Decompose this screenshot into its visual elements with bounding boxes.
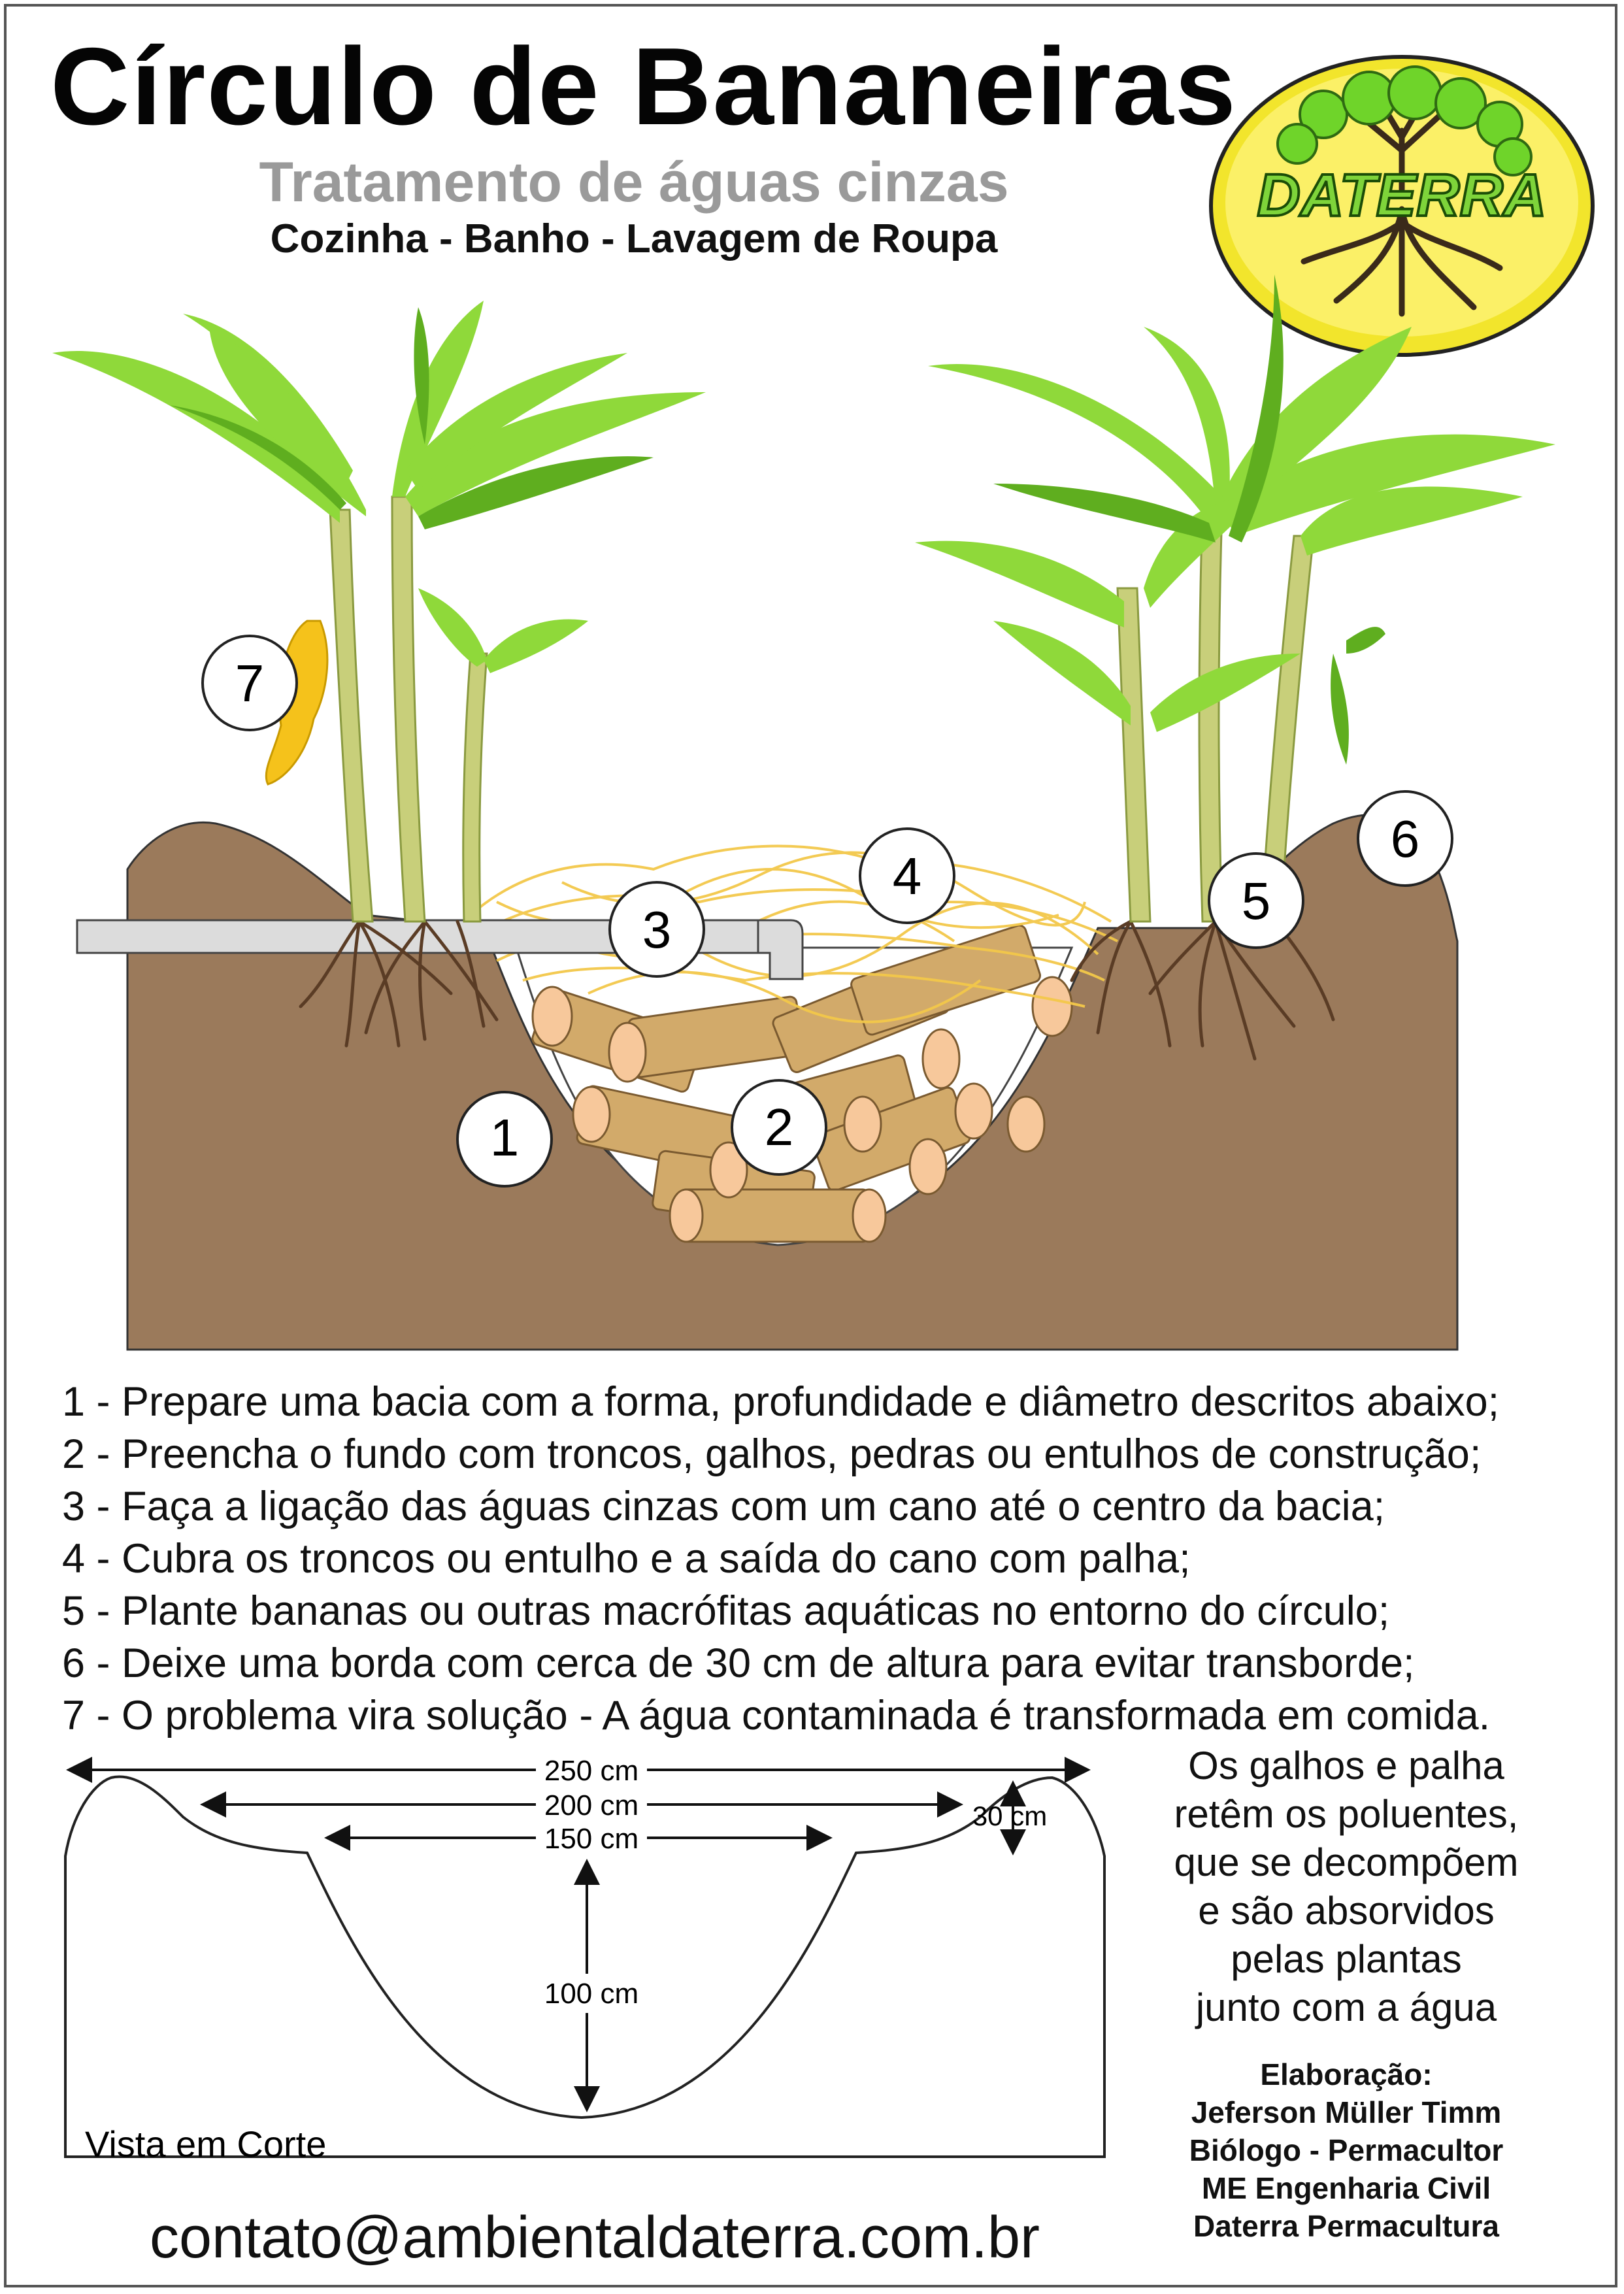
side-note-line: retêm os poluentes, (1174, 1792, 1519, 1836)
section-label: Vista em Corte (85, 2123, 326, 2165)
poster-frame (4, 4, 1617, 2287)
credits: Elaboração: Jeferson Müller Timm Biólogo… (1111, 2055, 1582, 2245)
step-item: 6 - Deixe uma borda com cerca de 30 cm d… (62, 1640, 1415, 1686)
svg-text:5: 5 (1242, 872, 1271, 930)
step-item: 1 - Prepare uma bacia com a forma, profu… (62, 1379, 1500, 1425)
svg-text:7: 7 (235, 654, 265, 712)
svg-text:6: 6 (1391, 810, 1420, 868)
tree-roots-icon (1301, 95, 1503, 317)
marker-6: 6 (1357, 790, 1453, 887)
step-item: 7 - O problema vira solução - A água con… (62, 1693, 1491, 1738)
dim-100-label: 100 cm (544, 1978, 638, 2010)
steps-list: 1 - Prepare uma bacia com a forma, profu… (62, 1376, 1611, 1742)
banana-plant-right (915, 274, 1555, 923)
dim-150-label: 150 cm (544, 1823, 638, 1855)
marker-7: 7 (201, 635, 298, 731)
roots-left (299, 920, 499, 1048)
svg-text:2: 2 (765, 1098, 794, 1156)
daterra-logo: DATERRA (1209, 55, 1595, 357)
dim-250-label: 250 cm (544, 1755, 638, 1787)
svg-text:3: 3 (642, 901, 672, 959)
dim-200-label: 200 cm (544, 1789, 638, 1821)
credits-line: Daterra Permacultura (1193, 2209, 1499, 2243)
step-item: 4 - Cubra os troncos ou entulho e a saíd… (62, 1536, 1191, 1582)
cross-section-diagram: 250 cm 200 cm 150 cm 100 cm 30 cm Vista … (64, 1755, 1106, 2165)
page-subtitle-sources: Cozinha - Banho - Lavagem de Roupa (270, 216, 998, 261)
page-title: Círculo de Bananeiras (50, 25, 1237, 148)
banana-plant-left (52, 301, 706, 923)
side-note-line: que se decompõem (1174, 1840, 1519, 1884)
dim-30-label: 30 cm (972, 1801, 1047, 1831)
banana-circle-illustration: 1 2 3 4 5 6 7 (52, 274, 1555, 1351)
marker-4: 4 (859, 827, 955, 924)
side-note-line: junto com a água (1195, 1986, 1497, 2029)
credits-line: Jeferson Müller Timm (1191, 2095, 1502, 2129)
side-note-line: e são absorvidos (1198, 1889, 1495, 1933)
svg-text:1: 1 (490, 1108, 520, 1167)
credits-line: Elaboração: (1260, 2057, 1433, 2091)
svg-text:4: 4 (893, 847, 922, 905)
marker-3: 3 (608, 881, 705, 978)
marker-2: 2 (731, 1079, 827, 1176)
side-note-line: Os galhos e palha (1188, 1744, 1504, 1787)
marker-1: 1 (456, 1091, 553, 1188)
side-note-line: pelas plantas (1231, 1937, 1462, 1981)
contact-email[interactable]: contato@ambientaldaterra.com.br (149, 2205, 1040, 2270)
side-note: Os galhos e palha retêm os poluentes, qu… (1111, 1742, 1582, 2032)
credits-line: Biólogo - Permacultor (1189, 2133, 1504, 2167)
marker-5: 5 (1208, 852, 1304, 949)
logo-text: DATERRA (1257, 162, 1547, 229)
page-subtitle: Tratamento de águas cinzas (259, 151, 1009, 214)
step-item: 2 - Preencha o fundo com troncos, galhos… (62, 1431, 1482, 1477)
credits-line: ME Engenharia Civil (1201, 2171, 1491, 2205)
step-item: 5 - Plante bananas ou outras macrófitas … (62, 1588, 1390, 1634)
logs (531, 924, 1073, 1243)
step-item: 3 - Faça a ligação das águas cinzas com … (62, 1484, 1385, 1529)
